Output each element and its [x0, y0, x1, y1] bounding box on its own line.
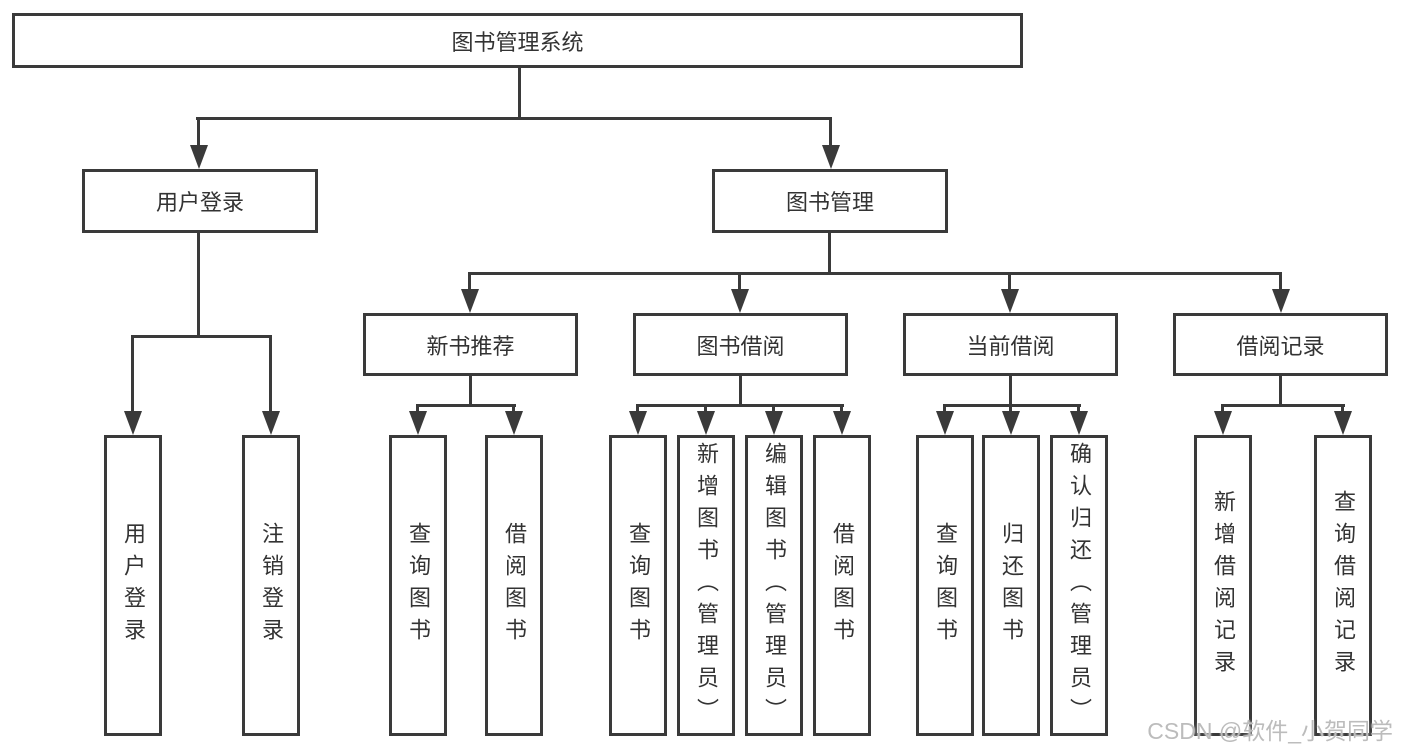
connector-line [828, 233, 831, 275]
connector-line [197, 117, 200, 147]
connector-line [1009, 404, 1012, 413]
connector-line [1008, 272, 1011, 292]
leaf-query-books-1-label: 查询图书 [406, 521, 431, 650]
connector-line [636, 404, 844, 407]
leaf-query-books-2: 查询图书 [609, 435, 667, 736]
leaf-add-books-admin-label: 新增图书（管理员） [694, 441, 719, 730]
leaf-edit-books-admin: 编辑图书（管理员） [745, 435, 803, 736]
leaf-user-login-label: 用户登录 [121, 521, 146, 650]
watermark: CSDN @软件_小贺同学 [1147, 718, 1393, 744]
connector-line [416, 404, 516, 407]
arrowhead-icon [461, 289, 479, 313]
node-book-management: 图书管理 [712, 169, 948, 233]
connector-line [196, 117, 832, 120]
leaf-query-books-1: 查询图书 [389, 435, 447, 736]
leaf-query-books-3-label: 查询图书 [933, 521, 958, 650]
node-new-book-recommend-label: 新书推荐 [426, 333, 515, 359]
connector-line [1077, 404, 1080, 413]
arrowhead-icon [1002, 411, 1020, 435]
leaf-query-borrow-record: 查询借阅记录 [1314, 435, 1372, 736]
connector-line [1221, 404, 1224, 413]
arrowhead-icon [1070, 411, 1088, 435]
leaf-add-borrow-record-label: 新增借阅记录 [1211, 489, 1236, 682]
node-user-login: 用户登录 [82, 169, 318, 233]
arrowhead-icon [262, 411, 280, 435]
connector-line [512, 404, 515, 413]
node-borrow-records-label: 借阅记录 [1236, 333, 1325, 359]
leaf-edit-books-admin-label: 编辑图书（管理员） [762, 441, 787, 730]
leaf-logout: 注销登录 [242, 435, 300, 736]
connector-line [1341, 404, 1344, 413]
connector-line [468, 272, 471, 292]
leaf-borrow-books-2-label: 借阅图书 [830, 521, 855, 650]
arrowhead-icon [1214, 411, 1232, 435]
node-book-management-label: 图书管理 [785, 190, 874, 215]
connector-line [269, 335, 272, 413]
connector-line [131, 335, 272, 338]
connector-line [738, 272, 741, 292]
connector-line [943, 404, 1081, 407]
connector-line [829, 117, 832, 147]
connector-line [636, 404, 639, 413]
leaf-query-borrow-record-label: 查询借阅记录 [1331, 489, 1356, 682]
node-book-borrow-label: 图书借阅 [696, 333, 785, 359]
connector-line [1279, 376, 1282, 407]
leaf-query-books-3: 查询图书 [916, 435, 974, 736]
arrowhead-icon [936, 411, 954, 435]
arrowhead-icon [731, 289, 749, 313]
arrowhead-icon [409, 411, 427, 435]
leaf-return-books-label: 归还图书 [999, 521, 1024, 650]
node-borrow-records: 借阅记录 [1173, 313, 1388, 376]
connector-line [943, 404, 946, 413]
connector-line [704, 404, 707, 413]
connector-line [416, 404, 419, 413]
connector-line [1009, 376, 1012, 407]
leaf-return-books: 归还图书 [982, 435, 1040, 736]
arrowhead-icon [822, 145, 840, 169]
connector-line [1221, 404, 1345, 407]
leaf-borrow-books-1-label: 借阅图书 [502, 521, 527, 650]
node-new-book-recommend: 新书推荐 [363, 313, 578, 376]
connector-line [468, 272, 1282, 275]
node-book-borrow: 图书借阅 [633, 313, 848, 376]
arrowhead-icon [1001, 289, 1019, 313]
arrowhead-icon [697, 411, 715, 435]
node-root: 图书管理系统 [12, 13, 1023, 68]
node-user-login-label: 用户登录 [155, 190, 244, 215]
leaf-query-books-2-label: 查询图书 [626, 521, 651, 650]
node-current-borrow-label: 当前借阅 [966, 333, 1055, 359]
leaf-user-login: 用户登录 [104, 435, 162, 736]
connector-line [469, 376, 472, 407]
connector-line [1279, 272, 1282, 292]
arrowhead-icon [1334, 411, 1352, 435]
arrowhead-icon [1272, 289, 1290, 313]
leaf-logout-label: 注销登录 [259, 521, 284, 650]
arrowhead-icon [765, 411, 783, 435]
leaf-add-borrow-record: 新增借阅记录 [1194, 435, 1252, 736]
arrowhead-icon [833, 411, 851, 435]
connector-line [840, 404, 843, 413]
leaf-borrow-books-1: 借阅图书 [485, 435, 543, 736]
connector-line [197, 233, 200, 338]
connector-line [772, 404, 775, 413]
arrowhead-icon [190, 145, 208, 169]
arrowhead-icon [505, 411, 523, 435]
connector-line [739, 376, 742, 407]
leaf-add-books-admin: 新增图书（管理员） [677, 435, 735, 736]
connector-line [518, 68, 521, 119]
leaf-confirm-return-admin-label: 确认归还（管理员） [1067, 441, 1092, 730]
connector-line [131, 335, 134, 413]
arrowhead-icon [124, 411, 142, 435]
node-current-borrow: 当前借阅 [903, 313, 1118, 376]
leaf-borrow-books-2: 借阅图书 [813, 435, 871, 736]
arrowhead-icon [629, 411, 647, 435]
node-root-label: 图书管理系统 [451, 29, 584, 55]
leaf-confirm-return-admin: 确认归还（管理员） [1050, 435, 1108, 736]
